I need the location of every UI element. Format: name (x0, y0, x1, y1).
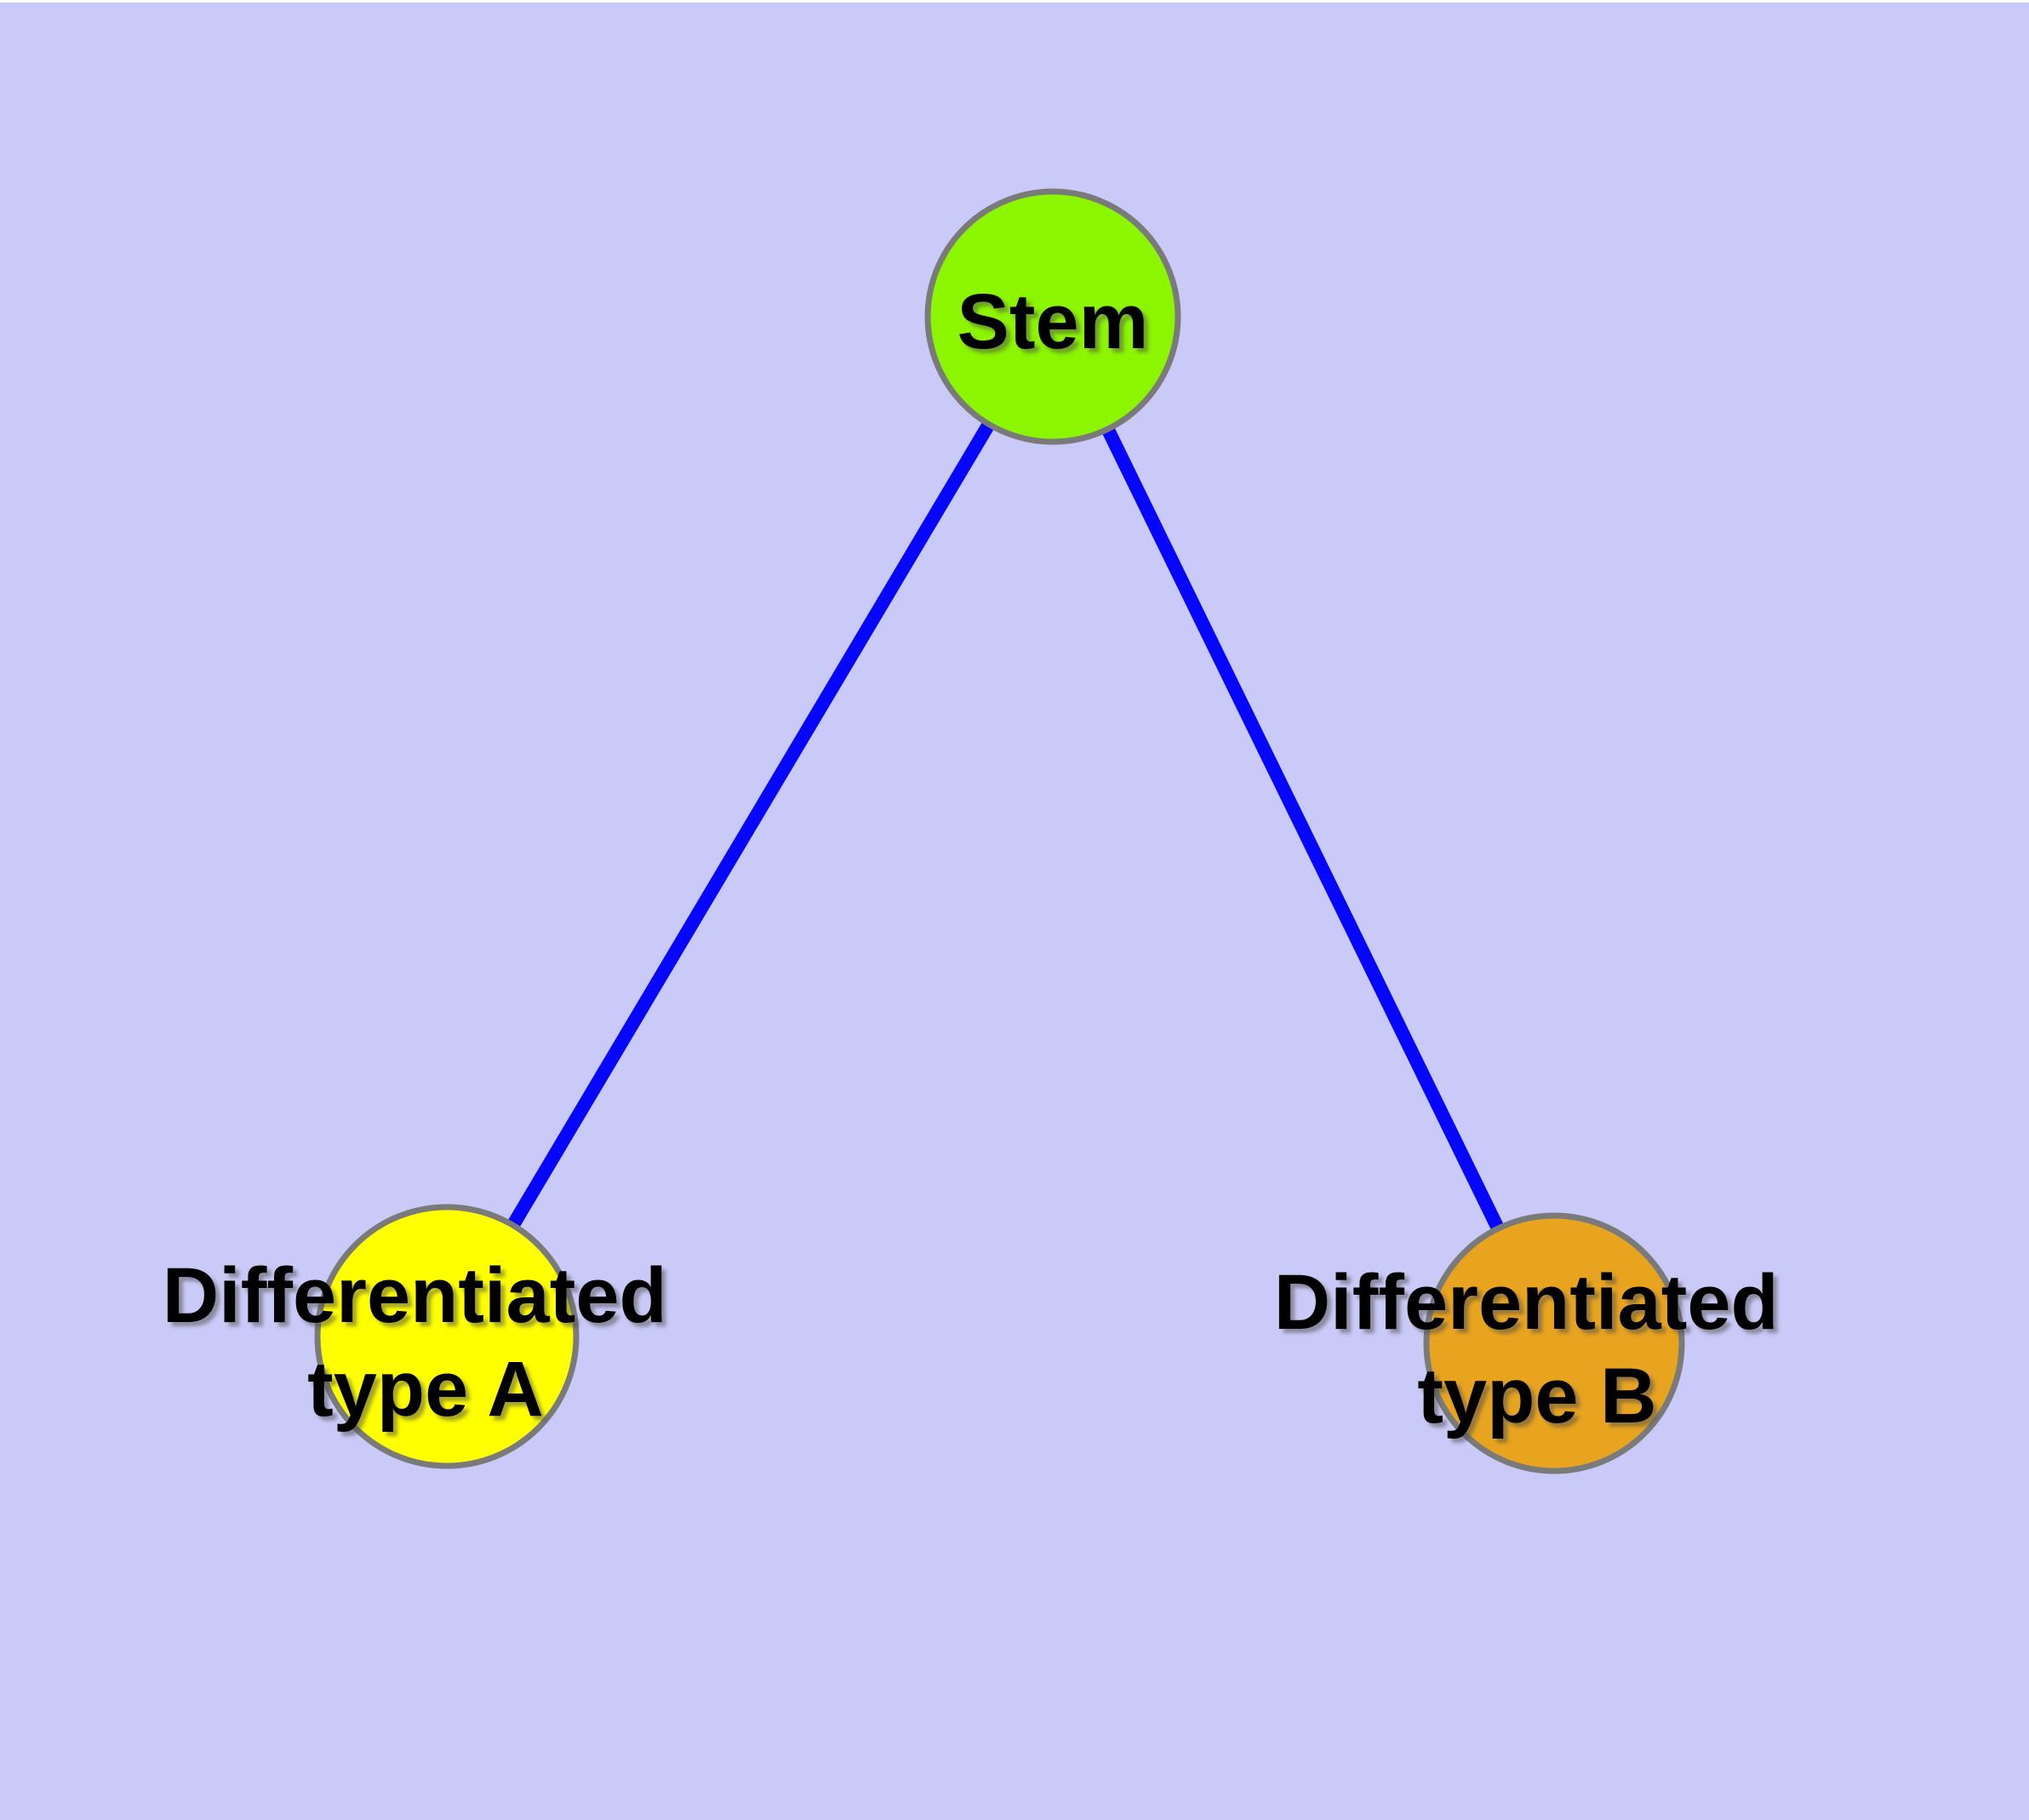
node-type-b (1423, 1212, 1685, 1474)
node-type-a-label: Differentiated type A (163, 1252, 689, 1433)
node-type-b-label: Differentiated type B (1274, 1259, 1801, 1439)
node-type-b-label-line-2: type B (1417, 1353, 1656, 1439)
node-stem-label-line: Stem (957, 278, 1149, 365)
node-stem-label: Stem (957, 278, 1149, 365)
top-border (0, 0, 2029, 3)
node-type-a-label-line-2: type A (307, 1346, 544, 1433)
edge-stem-to-type-a (441, 312, 1059, 1341)
edge-stem-to-type-b (1046, 313, 1561, 1347)
node-type-a-label-line-1: Differentiated (163, 1252, 667, 1339)
node-type-b-label-line-1: Differentiated (1274, 1259, 1779, 1346)
node-stem (924, 188, 1181, 445)
node-type-a (314, 1204, 580, 1469)
